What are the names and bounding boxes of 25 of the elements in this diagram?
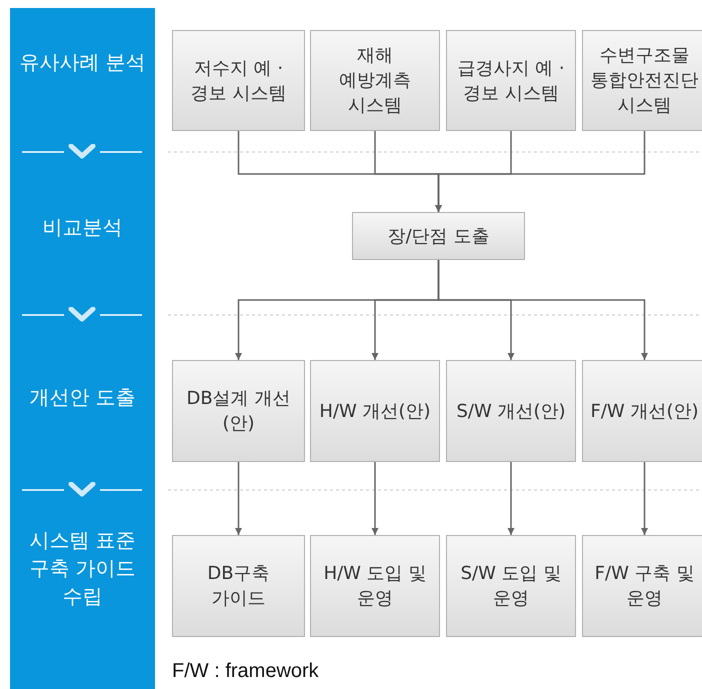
process-box: S/W 도입 및 운영 bbox=[446, 535, 576, 637]
process-box: 수변구조물 통합안전진단 시스템 bbox=[582, 30, 702, 131]
arrow bbox=[508, 462, 514, 535]
arrow bbox=[435, 131, 646, 212]
process-box: 장/단점 도출 bbox=[352, 212, 525, 260]
stage-label: 시스템 표준 구축 가이드 수립 bbox=[28, 527, 137, 610]
process-box: 재해 예방계측 시스템 bbox=[310, 30, 440, 131]
stage-sidebar bbox=[10, 8, 155, 689]
process-box: H/W 도입 및 운영 bbox=[310, 535, 440, 637]
process-box: 저수지 예 · 경보 시스템 bbox=[172, 30, 305, 131]
process-box: 급경사지 예 · 경보 시스템 bbox=[446, 30, 576, 131]
process-box: DB구축 가이드 bbox=[172, 535, 305, 637]
arrow bbox=[641, 462, 648, 535]
process-box: S/W 개선(안) bbox=[446, 360, 576, 462]
process-box: F/W 개선(안) bbox=[582, 360, 702, 462]
arrow bbox=[372, 462, 378, 535]
stage-label: 개선안 도출 bbox=[28, 384, 137, 411]
process-box: H/W 개선(안) bbox=[310, 360, 440, 462]
process-box: DB설계 개선(안) bbox=[172, 360, 305, 462]
arrow bbox=[438, 260, 648, 360]
arrow bbox=[235, 462, 242, 535]
process-box: F/W 구축 및 운영 bbox=[582, 535, 702, 637]
footnote: F/W : framework bbox=[172, 660, 319, 683]
stage-label: 유사사례 분석 bbox=[18, 49, 147, 76]
stage-label: 비교분석 bbox=[42, 214, 124, 241]
